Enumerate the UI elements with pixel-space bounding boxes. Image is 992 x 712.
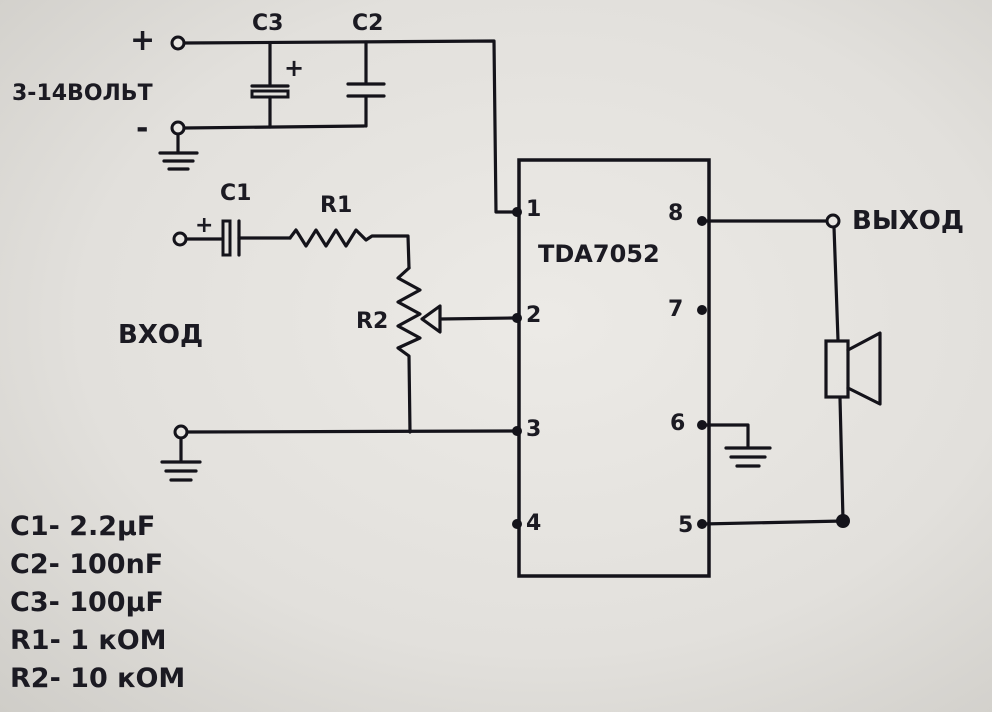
- capacitor-c1: [221, 219, 292, 257]
- value-c1: C1- 2.2μF: [10, 511, 156, 542]
- voltage-label: 3-14ВОЛЬТ: [12, 81, 153, 106]
- pin4-label: 4: [526, 511, 541, 536]
- ground-rail: [185, 429, 514, 434]
- c1-label: C1: [220, 181, 251, 206]
- pin5-junction: [836, 514, 850, 528]
- minus-terminal: [170, 120, 186, 136]
- c2-label: C2: [352, 11, 383, 36]
- speaker-icon: [824, 331, 882, 406]
- ground-symbol-supply: [158, 132, 199, 171]
- capacitor-c2: [346, 40, 386, 128]
- positive-rail: [182, 39, 514, 214]
- pin5-label: 5: [678, 513, 693, 538]
- plus-sign: +: [130, 23, 155, 58]
- pin7-dot: [697, 305, 707, 315]
- value-r2: R2- 10 кОМ: [10, 663, 186, 694]
- ground-terminal: [173, 424, 189, 440]
- pin7-label: 7: [668, 297, 683, 322]
- resistor-r1: [288, 228, 411, 270]
- ic-body: [517, 158, 711, 578]
- value-c2: C2- 100nF: [10, 549, 164, 580]
- pin2-label: 2: [526, 303, 541, 328]
- c3-label: C3: [252, 11, 283, 36]
- pin6-label: 6: [670, 411, 685, 436]
- ic-name: TDA7052: [538, 240, 660, 268]
- minus-sign: -: [136, 111, 148, 146]
- c1-polarity: +: [195, 213, 213, 238]
- pin3-dot: [512, 426, 522, 436]
- output-label: ВЫХОД: [852, 206, 964, 236]
- r1-label: R1: [320, 193, 352, 218]
- pin1-label: 1: [526, 197, 541, 222]
- r2-label: R2: [356, 309, 388, 334]
- negative-rail: [182, 124, 366, 130]
- speaker-wire-bottom: [838, 396, 845, 522]
- input-terminal: [172, 231, 188, 247]
- ground-symbol-pin6: [700, 423, 772, 468]
- input-label: ВХОД: [118, 320, 203, 350]
- pin4-dot: [512, 519, 522, 529]
- ground-symbol-input: [160, 436, 202, 482]
- value-r1: R1- 1 кОМ: [10, 625, 167, 656]
- c3-polarity: +: [284, 54, 304, 82]
- pin8-label: 8: [668, 201, 683, 226]
- plus-terminal: [170, 35, 186, 51]
- capacitor-c3: [250, 41, 290, 129]
- values-list: C1- 2.2μF C2- 100nF C3- 100μF R1- 1 кОМ …: [10, 508, 240, 698]
- pin3-label: 3: [526, 417, 541, 442]
- resistor-r2: [396, 266, 422, 434]
- speaker-wire-top: [832, 225, 840, 342]
- pin1-dot: [512, 207, 522, 217]
- pin2-dot: [512, 313, 522, 323]
- value-c3: C3- 100μF: [10, 587, 164, 618]
- output-terminal: [825, 213, 841, 229]
- potentiometer-wiper: [420, 304, 514, 334]
- pin5-wire: [700, 519, 845, 526]
